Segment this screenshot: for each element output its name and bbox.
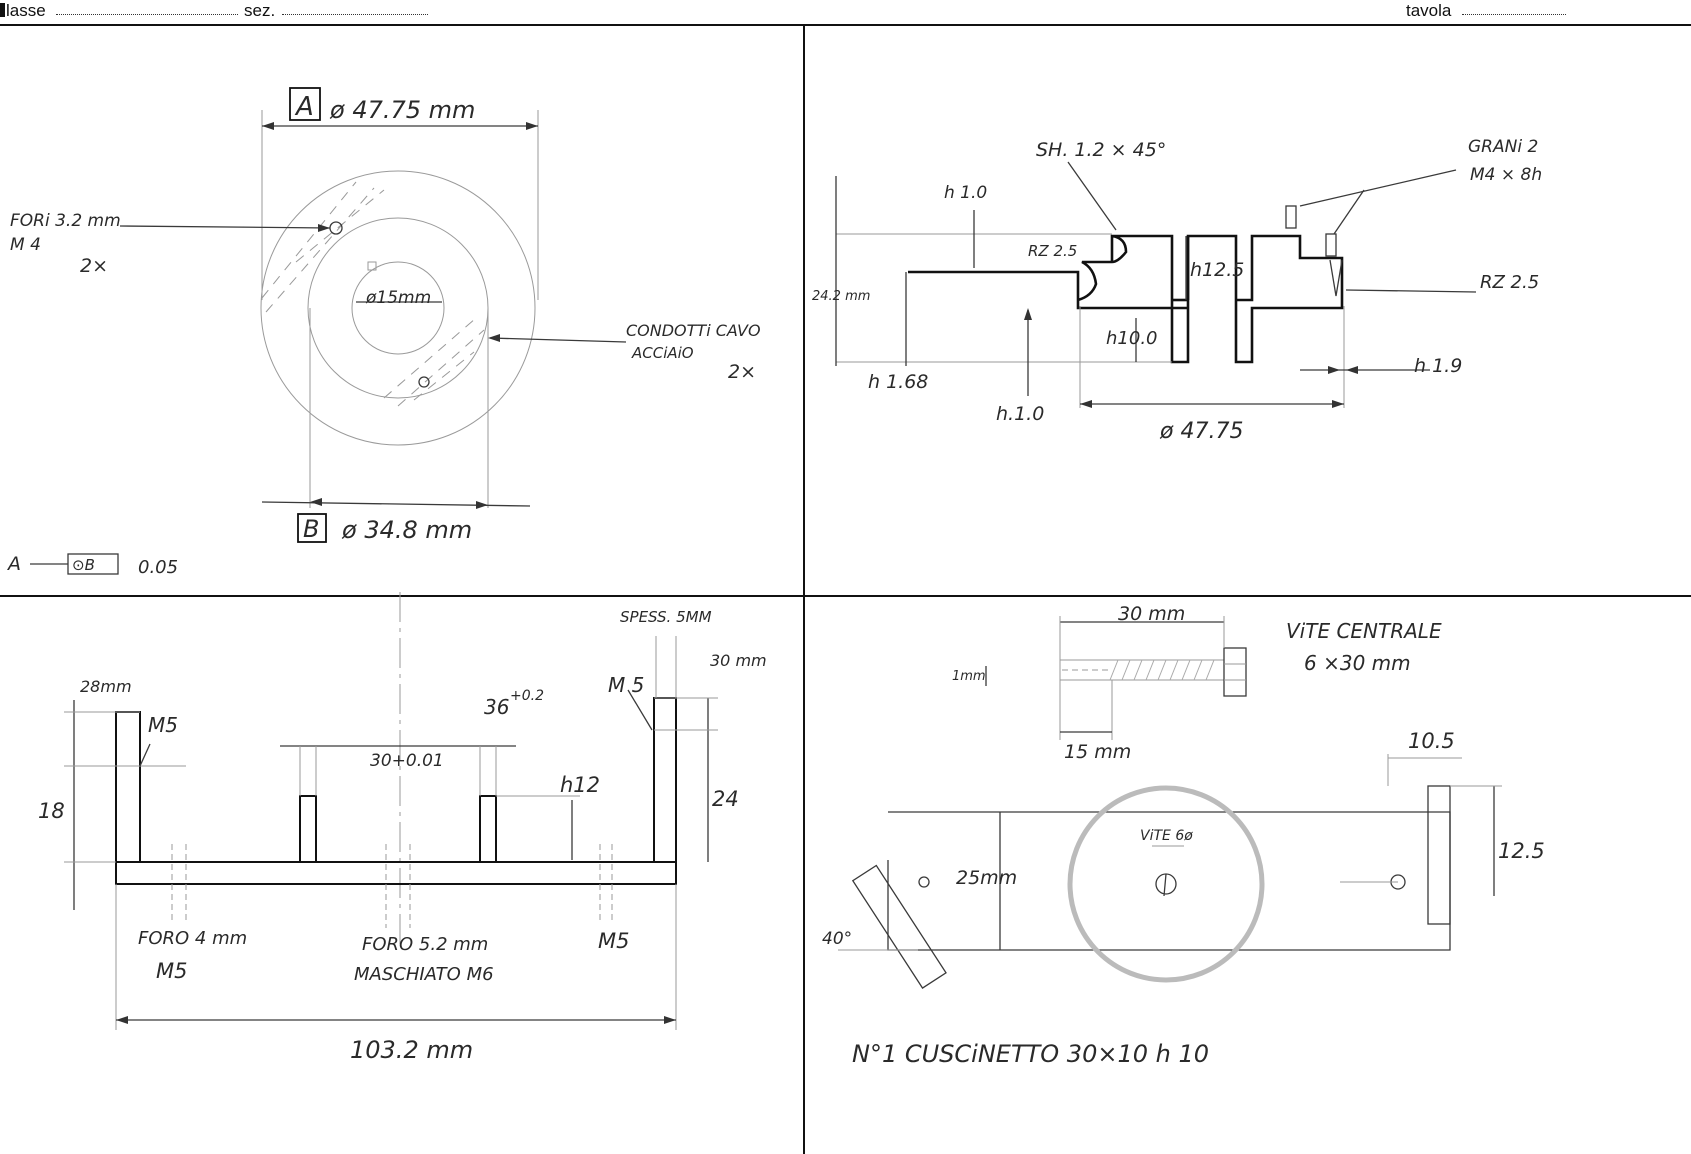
hatch-band-upper: [261, 181, 385, 313]
h125-label: h12.5: [1190, 259, 1244, 281]
dim-25-label: 25mm: [956, 867, 1017, 889]
thickness-label: SPESS. 5MM: [620, 608, 712, 626]
sez-label: sez.: [244, 1, 276, 20]
m5-bottom-right-label: M5: [598, 929, 629, 953]
height-total-label: 24.2 mm: [812, 289, 870, 304]
screw-head: [1223, 647, 1247, 697]
h10-top-label: h 1.0: [944, 183, 987, 203]
conduits-label-2: ACCiAiO: [631, 344, 694, 362]
dim-105-label: 10.5: [1408, 729, 1455, 753]
tolerance-box: ⊙B: [72, 556, 95, 574]
conduits-label-1: CONDOTTi CAVO: [626, 321, 761, 340]
plate-hole-left: [918, 876, 930, 888]
total-length-label: 103.2 mm: [350, 1036, 473, 1064]
rz-right-label: RZ 2.5: [1480, 272, 1539, 293]
screw-title-2: 6 ×30 mm: [1304, 651, 1411, 675]
panel-front-view: A ø 47.75 mm FORi 3.2 mm M 4 2× ø15mm CO…: [6, 87, 761, 578]
tolerance-ref: A: [6, 553, 21, 575]
grub-screw-2: [1325, 233, 1337, 257]
sez-field[interactable]: [282, 14, 428, 15]
dim-30-001-label: 30+0.01: [370, 751, 444, 771]
inner-dim-label: ø15mm: [365, 288, 431, 308]
bearing-plate: [887, 811, 1451, 951]
conduits-qty: 2×: [728, 361, 756, 383]
tilted-block: [851, 864, 947, 989]
bearing-ring: [1067, 785, 1265, 983]
inner-bore: [351, 261, 445, 355]
dim-a-label: ø 47.75 mm: [329, 96, 475, 124]
leader-holes: [119, 225, 331, 229]
bracket-right-arm: [653, 697, 677, 863]
tolerance-value: 0.05: [138, 557, 178, 578]
hole-upper: [329, 221, 343, 235]
dim-125-label: 12.5: [1498, 839, 1545, 863]
datum-a: A: [294, 92, 314, 122]
m5-bottom-left-label: M5: [156, 959, 187, 983]
dim-line-b: [261, 501, 531, 507]
rz-left-label: RZ 2.5: [1028, 242, 1077, 260]
screw-small-label: 1mm: [952, 669, 986, 684]
header-mark: [0, 3, 5, 17]
bracket-left-arm: [115, 711, 141, 863]
diameter-label: ø 47.75: [1159, 419, 1243, 444]
vite6-label: ViTE 6ø: [1140, 828, 1193, 844]
bracket-base: [115, 861, 677, 885]
outer-circle: [260, 170, 536, 446]
angle-label: 40°: [822, 929, 852, 949]
h19-label: h 1.9: [1414, 355, 1462, 377]
h168-label: h 1.68: [868, 371, 928, 393]
panel-section-view: SH. 1.2 × 45° GRANi 2 M4 × 8h h 1.0 RZ 2…: [812, 137, 1542, 444]
tol-36-label: +0.2: [510, 688, 544, 704]
panel-screw-bearing-view: 30 mm ViTE CENTRALE 6 ×30 mm 1mm 15 mm 1…: [822, 603, 1545, 1068]
classe-label: lasse: [6, 1, 46, 20]
holes-label-1: FORi 3.2 mm: [10, 211, 121, 231]
grani-label-1: GRANi 2: [1468, 137, 1538, 157]
maschiato-label: MASCHIATO M6: [354, 964, 494, 985]
holes-label-2: M 4: [10, 235, 41, 255]
side-tab: [1427, 785, 1451, 925]
section-outline: [908, 234, 1344, 364]
bracket-post-right: [479, 795, 497, 863]
key-notch: [367, 261, 377, 271]
hatch-band-lower: [383, 317, 485, 407]
dim-24-label: 24: [712, 787, 739, 811]
datum-b: B: [303, 515, 319, 543]
screw-title-1: ViTE CENTRALE: [1286, 619, 1442, 643]
h100-label: h10.0: [1106, 328, 1158, 349]
bracket-post-left: [299, 795, 317, 863]
screw-thread-label: 15 mm: [1064, 741, 1131, 763]
middle-circle: [307, 217, 489, 399]
tavola-field[interactable]: [1462, 14, 1566, 15]
panel-bracket-view: SPESS. 5MM 28mm M5 M 5 30 mm 36 +0.2 30+…: [38, 592, 767, 1064]
hole-lower: [418, 376, 430, 388]
foro52-label: FORO 5.2 mm: [362, 934, 488, 955]
dim-28-label: 28mm: [80, 677, 132, 696]
leader-conduits: [489, 337, 627, 343]
foro4-label: FORO 4 mm: [138, 928, 247, 949]
datum-box-b: [297, 513, 327, 543]
grub-screw-1: [1285, 205, 1297, 229]
grani-label-2: M4 × 8h: [1470, 165, 1542, 185]
tolerance-frame: [67, 553, 119, 575]
datum-box-a: [289, 87, 321, 121]
screw-length-label: 30 mm: [1118, 603, 1185, 625]
h10-bottom-label: h.1.0: [996, 403, 1044, 425]
dim-18-label: 18: [38, 799, 65, 823]
screw-thread-hatch: [1109, 659, 1215, 681]
dim-36-label: 36: [484, 695, 509, 719]
tavola-label: tavola: [1406, 1, 1452, 20]
m5-right-top-label: M 5: [608, 673, 644, 697]
dim-b-label: ø 34.8 mm: [341, 516, 472, 544]
holes-qty: 2×: [80, 255, 108, 277]
chamfer-label: SH. 1.2 × 45°: [1036, 139, 1166, 161]
h12-label: h12: [560, 773, 600, 797]
m5-left-label: M5: [148, 713, 178, 737]
bearing-label: N°1 CUSCiNETTO 30×10 h 10: [852, 1040, 1209, 1068]
classe-field[interactable]: [56, 14, 238, 15]
sheet-header: lasse sez. tavola: [0, 0, 1691, 26]
dim-30-label: 30 mm: [710, 651, 767, 670]
